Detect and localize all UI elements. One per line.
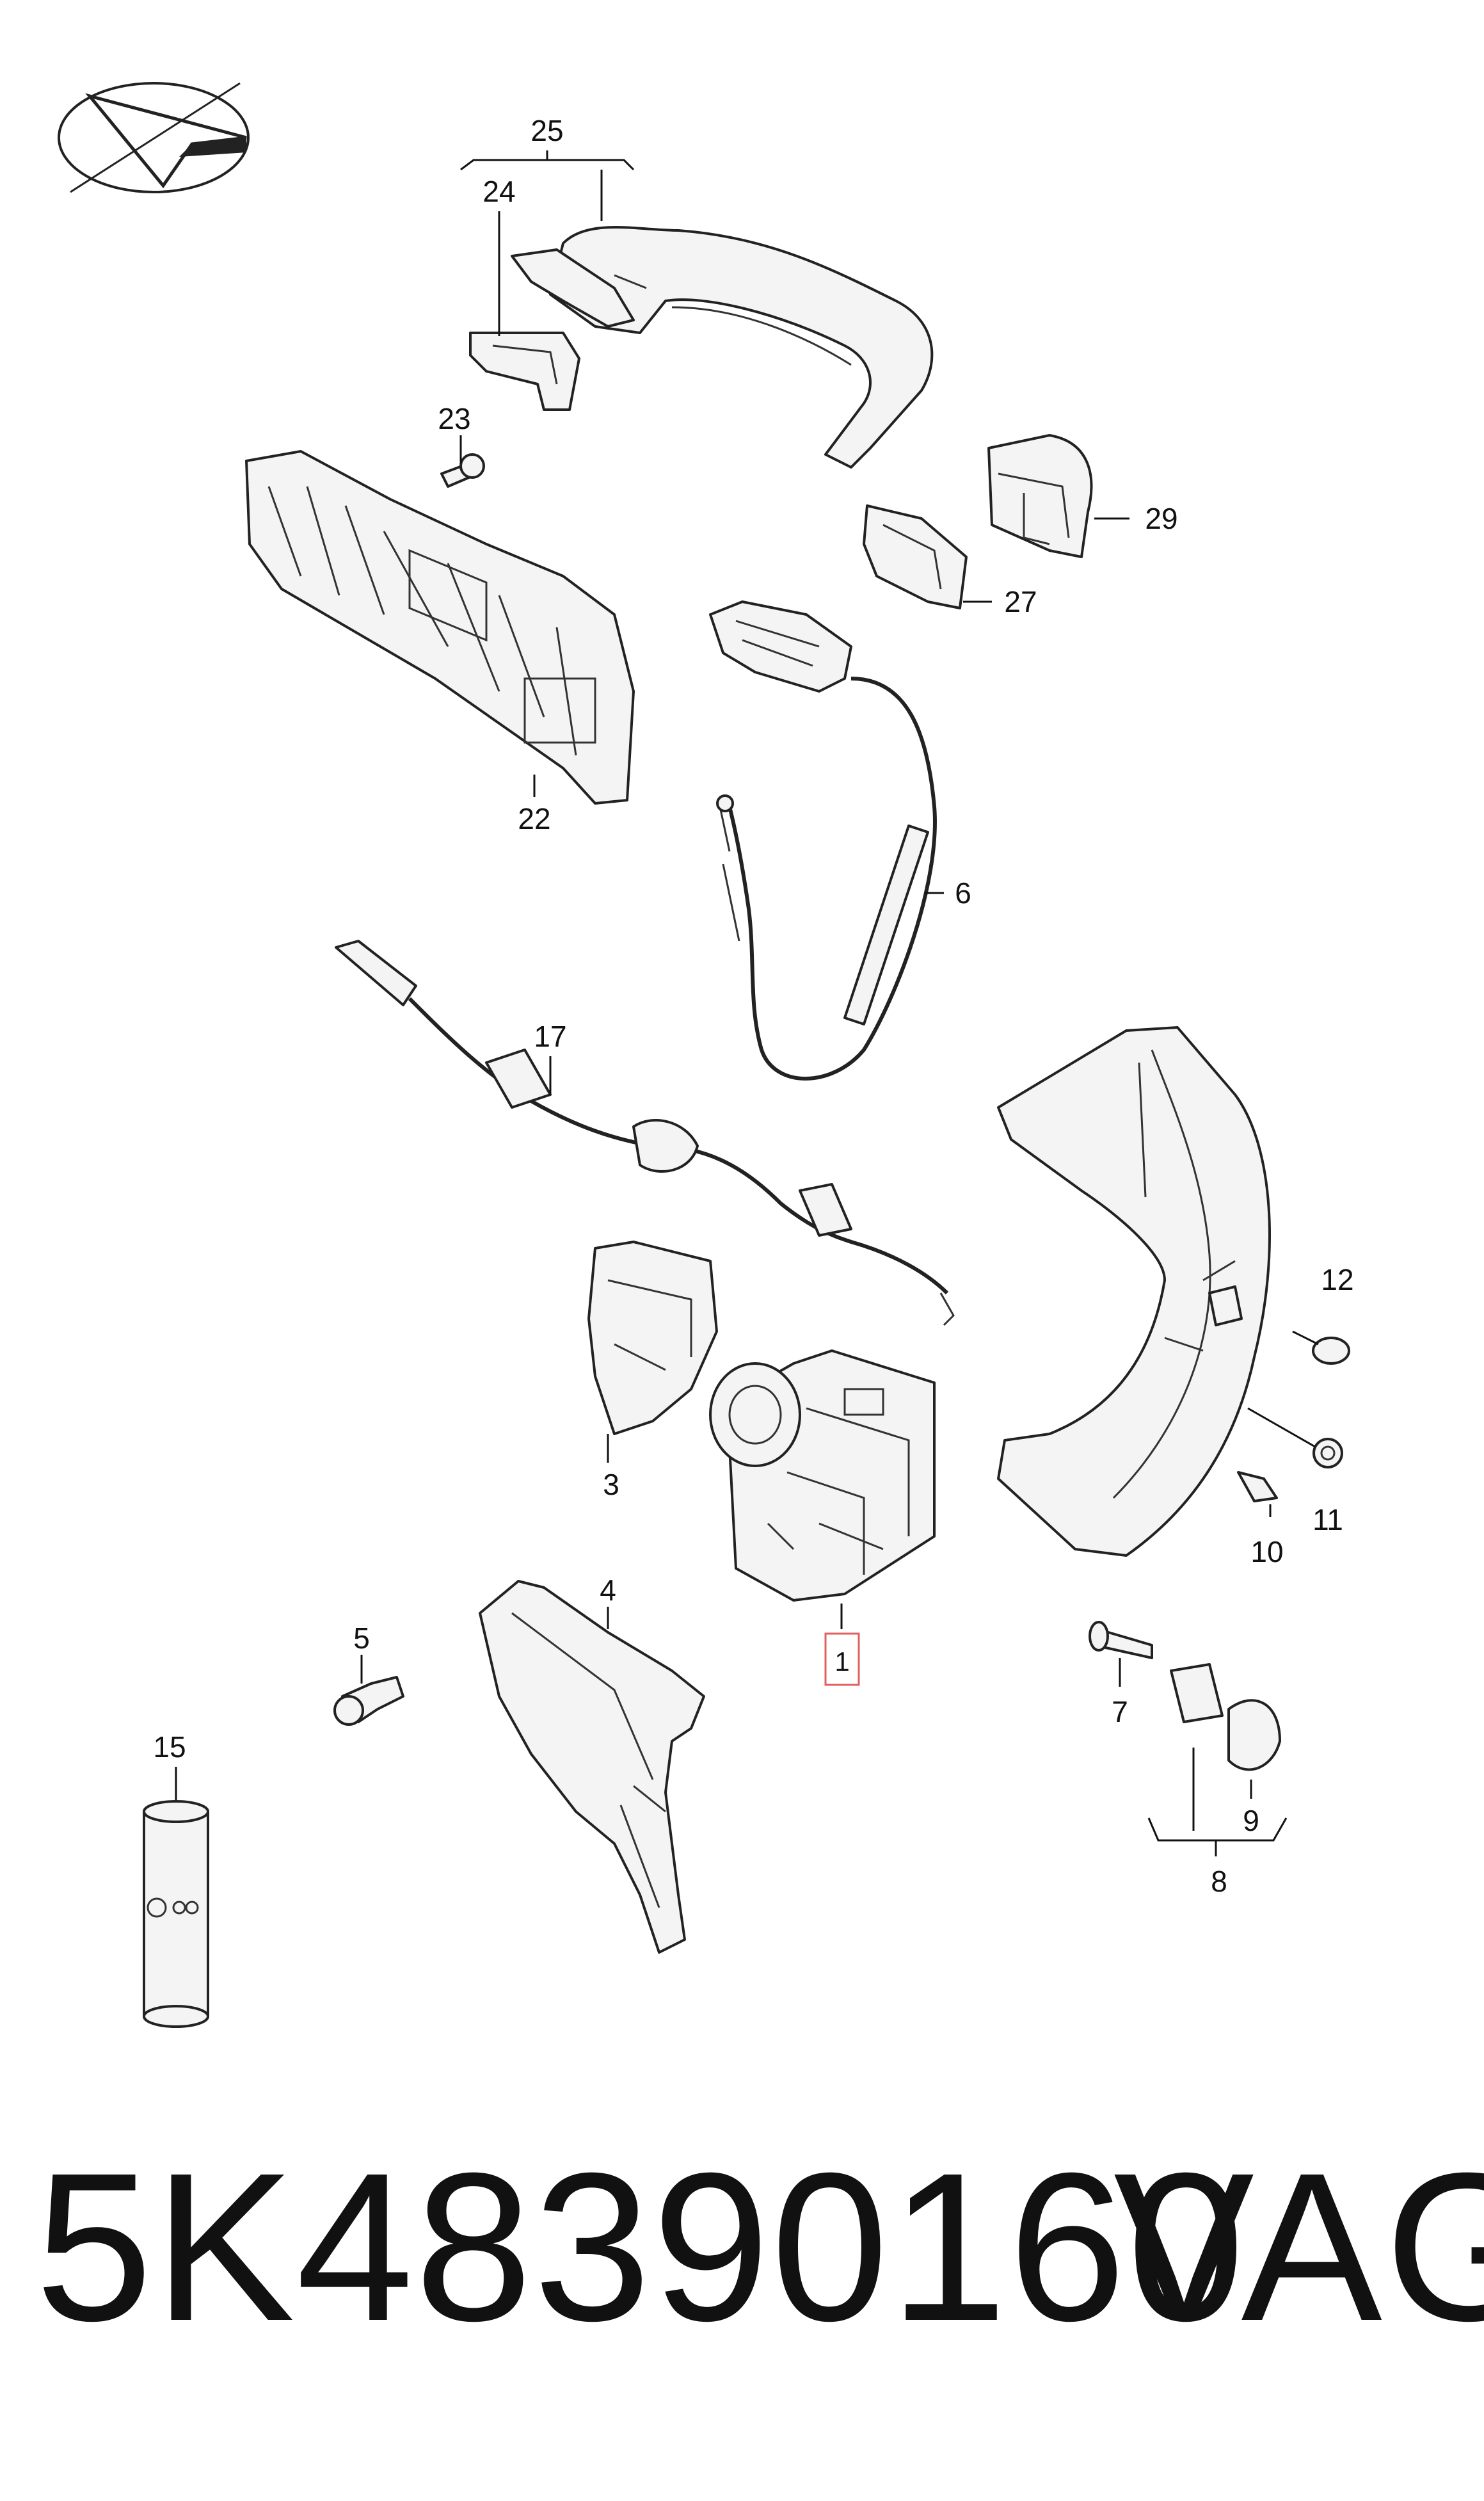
lock-cover-4 [479, 1580, 705, 1954]
callout-12: 12 [1321, 1263, 1353, 1296]
callout-5: 5 [353, 1621, 370, 1655]
handle-bracket [245, 450, 635, 805]
callout-9: 9 [1243, 1804, 1259, 1837]
callout-23: 23 [438, 402, 470, 435]
handle-gasket [469, 332, 580, 411]
bolt-23 [440, 453, 485, 488]
clip-5 [333, 1676, 404, 1726]
callout-29: 29 [1145, 502, 1177, 535]
leader-lines [175, 150, 1319, 1856]
part-number: 5K48390160 [35, 2128, 1246, 2365]
callout-17: 17 [534, 1020, 566, 1053]
clip-11 [1312, 1438, 1343, 1468]
grease-can-15 [143, 1800, 209, 2028]
lock-bracket-3 [587, 1241, 718, 1435]
callout-7: 7 [1112, 1695, 1128, 1728]
callout-8: 8 [1211, 1865, 1227, 1898]
striker-7-8-9 [1089, 1621, 1281, 1771]
callout-24: 24 [483, 175, 515, 208]
orientation-logo [58, 82, 250, 193]
callout-11: 11 [1312, 1503, 1343, 1536]
inner-cable-17 [335, 940, 955, 1326]
footer: 5K48390160 VAG [0, 2125, 1484, 2394]
callout-25: 25 [531, 114, 563, 147]
brand-label: VAG [1113, 2128, 1484, 2365]
cap-gasket [863, 504, 968, 609]
door-handle-outer [511, 226, 934, 469]
door-lock-actuator [709, 1349, 936, 1602]
callout-3: 3 [603, 1468, 619, 1501]
screw-10 [1237, 1471, 1278, 1502]
handle-cap [987, 434, 1093, 558]
callout-6: 6 [955, 876, 971, 910]
callout-22: 22 [518, 802, 550, 835]
highlight-box [824, 1632, 860, 1686]
door-frame-panel [997, 1026, 1271, 1557]
release-cable-6 [709, 600, 937, 1081]
callout-27: 27 [1004, 585, 1037, 618]
plug-12 [1312, 1337, 1350, 1365]
callout-1: 1 [834, 1646, 849, 1677]
callout-10: 10 [1250, 1535, 1283, 1568]
callout-4: 4 [600, 1573, 616, 1607]
callout-15: 15 [153, 1730, 186, 1764]
